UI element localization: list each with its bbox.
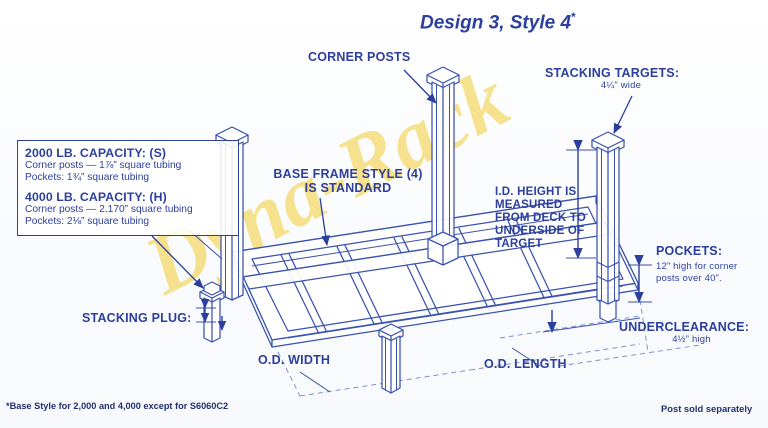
spec-line-4000-pockets: Pockets: 2⅛” square tubing — [25, 216, 150, 228]
callout-base-frame-line1: BASE FRAME STYLE (4) — [273, 167, 423, 181]
callout-underclearance: UNDERCLEARANCE: — [619, 320, 750, 334]
title-asterisk: * — [571, 10, 576, 24]
capacity-spec-box: 2000 LB. CAPACITY: (S) Corner posts — 1⅞… — [17, 140, 239, 236]
footnote-left: *Base Style for 2,000 and 4,000 except f… — [6, 401, 229, 411]
footnote-right: Post sold separately — [661, 403, 753, 414]
callout-corner-posts: CORNER POSTS — [308, 50, 411, 64]
callout-stacking-targets-detail: 4¼” wide — [600, 80, 642, 91]
callout-id-height-line1: I.D. HEIGHT IS — [495, 186, 577, 198]
underclearance-dimension — [542, 310, 641, 334]
callout-id-height-line3: FROM DECK TO — [495, 212, 586, 224]
callout-od-width: O.D. WIDTH — [258, 353, 331, 367]
callout-pockets: POCKETS: — [656, 244, 723, 258]
pockets-dimension — [628, 254, 652, 304]
page-title: Design 3, Style 4* — [420, 10, 630, 34]
spec-heading-4000: 4000 LB. CAPACITY: (H) — [25, 189, 167, 204]
callout-stacking-targets: STACKING TARGETS: — [545, 66, 680, 80]
callout-stacking-plug: STACKING PLUG: — [82, 311, 192, 325]
callout-od-length: O.D. LENGTH — [484, 357, 567, 371]
top-edge-spacer — [0, 0, 768, 5]
corner-post-right — [591, 131, 625, 323]
callout-id-height-line5: TARGET — [495, 238, 543, 250]
callout-id-height-line4: UNDERSIDE OF — [495, 225, 585, 237]
callout-base-frame-line2: IS STANDARD — [304, 181, 392, 195]
callout-pockets-detail-2: posts over 40”. — [656, 273, 722, 284]
callout-pockets-detail-1: 12” high for corner — [656, 261, 738, 272]
base-frame-deck — [231, 195, 639, 348]
spec-line-4000-posts: Corner posts — 2.170” square tubing — [25, 203, 193, 215]
spec-line-2000-pockets: Pockets: 1¾” square tubing — [25, 172, 150, 184]
corner-post-back-middle — [426, 66, 460, 266]
leader-lines — [151, 69, 633, 393]
spec-line-2000-posts: Corner posts — 1⅞” square tubing — [25, 160, 182, 171]
corner-post-front-middle — [378, 323, 404, 394]
title-text: Design 3, Style 4 — [420, 12, 572, 34]
stacking-plug-dimension — [196, 298, 227, 331]
id-height-dimension — [566, 139, 596, 260]
callout-underclearance-detail: 4½” high — [672, 334, 711, 345]
stacking-plug-detail — [203, 281, 221, 296]
callout-id-height-line2: MEASURED — [495, 199, 563, 211]
spec-heading-2000: 2000 LB. CAPACITY: (S) — [25, 146, 167, 160]
